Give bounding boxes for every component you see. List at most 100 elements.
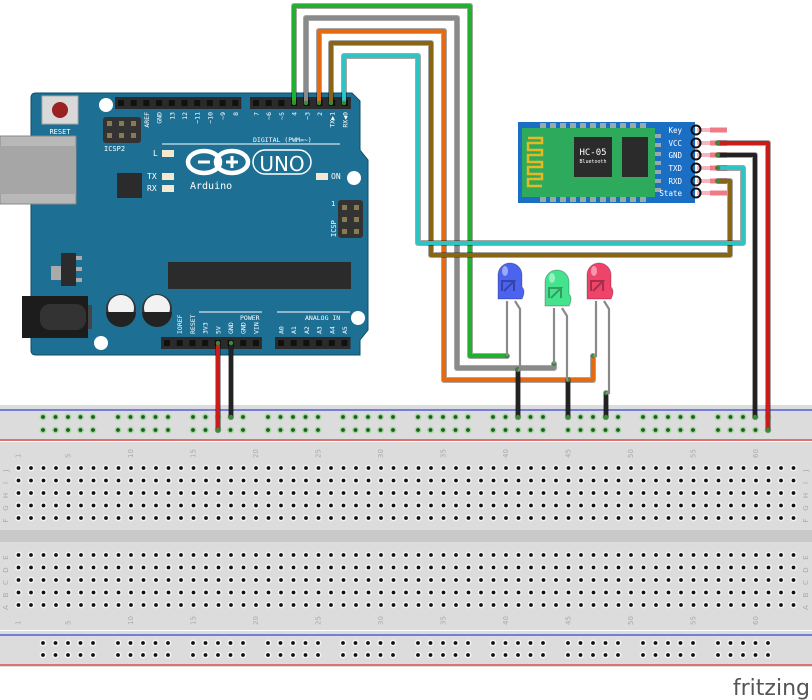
breadboard-hole[interactable] [191,478,196,483]
breadboard-hole[interactable] [54,478,58,483]
breadboard-hole[interactable] [754,578,758,582]
breadboard-hole[interactable] [678,428,683,432]
breadboard-hole[interactable] [441,653,445,657]
breadboard-hole[interactable] [391,578,396,582]
breadboard-hole[interactable] [229,590,233,595]
breadboard-hole[interactable] [679,491,683,495]
breadboard-hole[interactable] [41,516,46,520]
breadboard-hole[interactable] [254,578,258,582]
breadboard-hole[interactable] [516,578,521,582]
breadboard-hole[interactable] [528,641,533,645]
breadboard-hole[interactable] [566,578,571,582]
breadboard-hole[interactable] [504,553,508,557]
breadboard-hole[interactable] [91,428,95,432]
breadboard-hole[interactable] [53,428,58,432]
breadboard-hole[interactable] [466,503,471,508]
breadboard-hole[interactable] [16,516,21,520]
breadboard-hole[interactable] [353,428,358,432]
breadboard-hole[interactable] [554,565,558,570]
breadboard-hole[interactable] [616,491,621,495]
breadboard-hole[interactable] [654,590,658,595]
breadboard-hole[interactable] [304,603,308,607]
breadboard-hole[interactable] [191,503,196,508]
breadboard-hole[interactable] [454,553,458,557]
breadboard-hole[interactable] [91,491,96,495]
breadboard-hole[interactable] [191,653,195,657]
wire-end[interactable] [603,414,609,420]
breadboard-hole[interactable] [241,516,246,520]
breadboard-hole[interactable] [279,491,283,495]
breadboard-hole[interactable] [316,466,321,470]
breadboard-hole[interactable] [528,428,533,432]
breadboard-hole[interactable] [641,503,646,508]
breadboard-hole[interactable] [766,491,771,495]
breadboard-hole[interactable] [491,590,496,595]
breadboard-hole[interactable] [429,478,433,483]
breadboard-hole[interactable] [541,428,545,432]
breadboard-hole[interactable] [566,565,571,570]
breadboard-hole[interactable] [191,516,196,520]
breadboard-hole[interactable] [729,491,733,495]
breadboard-hole[interactable] [79,491,83,495]
breadboard-hole[interactable] [229,516,233,520]
breadboard-hole[interactable] [704,491,708,495]
breadboard-hole[interactable] [629,553,633,557]
wire-end[interactable] [316,100,322,106]
breadboard-hole[interactable] [491,578,496,582]
wire-end[interactable] [752,414,758,420]
breadboard-hole[interactable] [779,578,783,582]
breadboard-hole[interactable] [391,466,396,470]
breadboard-hole[interactable] [566,516,571,520]
breadboard-hole[interactable] [754,516,758,520]
breadboard-hole[interactable] [691,653,695,657]
breadboard-hole[interactable] [291,590,296,595]
breadboard-hole[interactable] [704,503,708,508]
breadboard-hole[interactable] [779,491,783,495]
breadboard-hole[interactable] [66,466,71,470]
breadboard-hole[interactable] [441,516,446,520]
breadboard-hole[interactable] [304,590,308,595]
breadboard-hole[interactable] [491,516,496,520]
breadboard-hole[interactable] [416,565,421,570]
breadboard-hole[interactable] [691,641,695,645]
breadboard-hole[interactable] [304,565,308,570]
breadboard-hole[interactable] [666,466,671,470]
breadboard-hole[interactable] [391,641,395,645]
breadboard-hole[interactable] [454,503,458,508]
breadboard-hole[interactable] [691,503,696,508]
breadboard-hole[interactable] [204,603,208,607]
breadboard-hole[interactable] [453,653,458,657]
breadboard-hole[interactable] [503,428,508,432]
breadboard-hole[interactable] [141,641,145,645]
breadboard-hole[interactable] [503,653,508,657]
breadboard-hole[interactable] [704,516,708,520]
breadboard-hole[interactable] [316,478,321,483]
breadboard-hole[interactable] [341,553,346,557]
breadboard-hole[interactable] [454,478,458,483]
breadboard-hole[interactable] [616,641,620,645]
breadboard-hole[interactable] [391,491,396,495]
breadboard-hole[interactable] [216,578,221,582]
breadboard-hole[interactable] [66,590,71,595]
breadboard-hole[interactable] [53,653,58,657]
breadboard-hole[interactable] [429,466,433,470]
breadboard-hole[interactable] [591,641,595,645]
breadboard-hole[interactable] [604,478,608,483]
breadboard-hole[interactable] [329,516,333,520]
breadboard-hole[interactable] [579,565,583,570]
breadboard-hole[interactable] [116,491,121,495]
breadboard-hole[interactable] [704,578,708,582]
breadboard-hole[interactable] [691,565,696,570]
breadboard-hole[interactable] [16,553,21,557]
breadboard-hole[interactable] [404,466,408,470]
breadboard-hole[interactable] [266,478,271,483]
breadboard-hole[interactable] [416,641,420,645]
header-pin[interactable] [118,100,124,106]
breadboard-hole[interactable] [278,653,283,657]
breadboard-hole[interactable] [216,641,220,645]
breadboard-hole[interactable] [429,590,433,595]
breadboard-hole[interactable] [391,415,395,419]
breadboard-hole[interactable] [203,641,208,645]
led-green[interactable] [544,269,572,382]
breadboard-hole[interactable] [516,653,520,657]
